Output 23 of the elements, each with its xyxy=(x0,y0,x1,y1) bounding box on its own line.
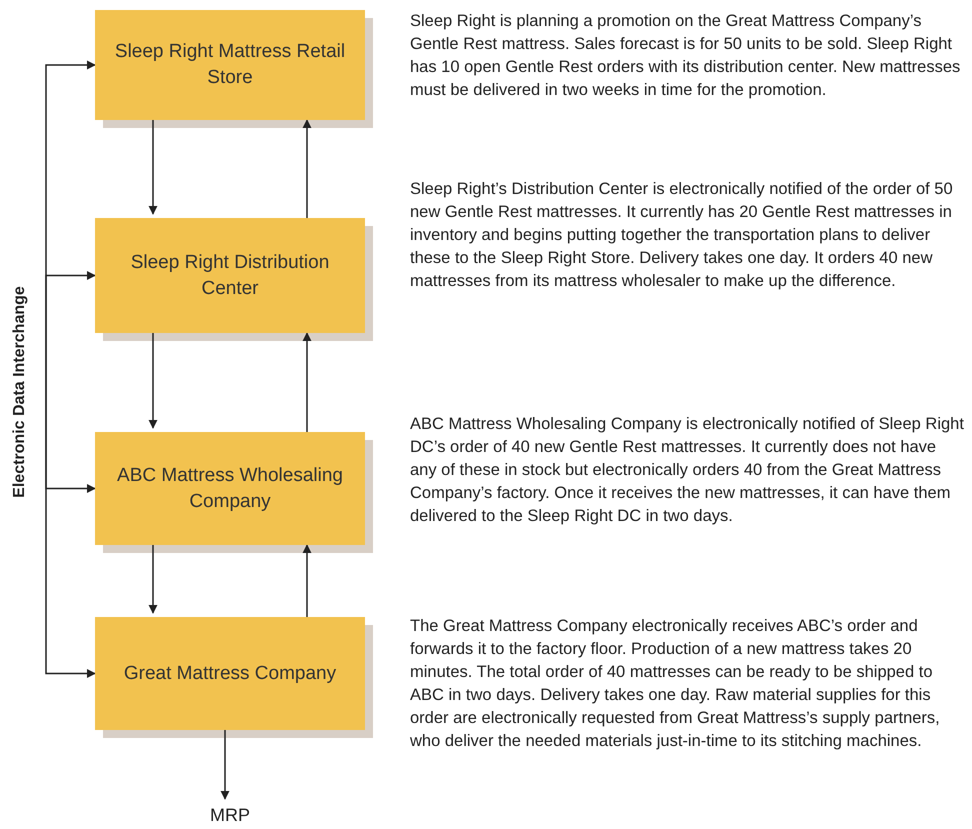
vertical-label: Electronic Data Interchange xyxy=(8,242,32,542)
box-text: ABC Mattress Wholesaling Company xyxy=(116,464,344,514)
description-paragraph: ABC Mattress Wholesaling Company is electronically notified of Sleep Right DC’s order of 40 new Gentle Rest mattresses. It currently does not have any of these in stock but electronically orders 40 from the Great Mattress Company’s factory. Once it receives the new mattresses, it can have them delivered to the Sleep Right DC in two days. xyxy=(410,414,965,527)
description-paragraph: Sleep Right is planning a promotion on the Great Mattress Company’s Gentle Rest mattress. Sales forecast is for 50 units to be sold. Sleep Right has 10 open Gentle Rest orders with its distribution center. New mattresses must be delivered in two weeks in time for the promotion. xyxy=(410,11,962,101)
arrow xyxy=(45,392,96,678)
box-text: Great Mattress Company xyxy=(124,662,336,686)
process-box xyxy=(95,432,365,545)
process-box xyxy=(95,617,365,730)
arrow xyxy=(302,544,312,617)
box-text: Sleep Right Mattress Retail Store xyxy=(114,40,346,90)
arrow xyxy=(148,333,158,429)
arrow xyxy=(148,545,158,614)
arrow xyxy=(45,271,96,392)
process-box xyxy=(95,218,365,333)
description-paragraph: Sleep Right’s Distribution Center is electronically notified of the order of 50 new Gentle Rest mattresses. It currently has 20 Gentle Rest mattresses in inventory and begins putting together the transportation plans to deliver these to the Sleep Right Store. Delivery takes one day. It orders 40 new mattresses from its mattress wholesaler to make up the difference. xyxy=(410,179,954,292)
process-box xyxy=(95,10,365,120)
arrow xyxy=(220,730,230,800)
arrow xyxy=(302,119,312,218)
arrow xyxy=(148,120,158,215)
output-label: MRP xyxy=(200,803,260,827)
description-paragraph: The Great Mattress Company electronically receives ABC’s order and forwards it to the factory floor. Production of a new mattress takes 20 minutes. The total order of 40 mattresses can be ready to be shipped to ABC in two days. Delivery takes one day. Raw material supplies for this order are electronically requested from Great Mattress’s supply partners, who deliver the needed materials just-in-time to its stitching machines. xyxy=(410,616,941,752)
arrow xyxy=(302,332,312,432)
box-text: Sleep Right Distribution Center xyxy=(130,250,330,300)
